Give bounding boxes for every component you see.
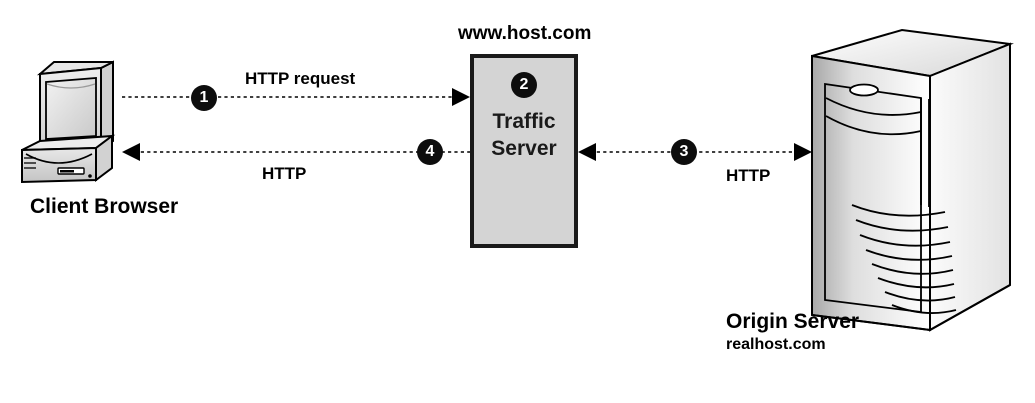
computer-base-front bbox=[21, 146, 97, 184]
drive-slot-detail bbox=[60, 170, 74, 173]
tower-power-button bbox=[849, 83, 879, 97]
traffic-server-label: Traffic Server bbox=[470, 108, 578, 162]
step-badge-2[interactable]: 2 bbox=[511, 72, 537, 98]
monitor-side-face bbox=[100, 60, 114, 149]
traffic-server-label-line1: Traffic bbox=[492, 110, 556, 133]
monitor-bezel bbox=[39, 66, 102, 152]
step-badge-3[interactable]: 3 bbox=[671, 139, 697, 165]
tower-bay-line-1 bbox=[825, 97, 922, 116]
flow-4-label: HTTP bbox=[262, 164, 307, 183]
computer-base-side bbox=[95, 134, 113, 182]
tower-front-face bbox=[811, 54, 931, 332]
tower-top-face bbox=[811, 28, 1014, 78]
flow-1-connector bbox=[122, 88, 470, 106]
traffic-server-hostname: www.host.com bbox=[458, 23, 592, 44]
base-groove bbox=[25, 153, 93, 164]
flow-3-arrowhead-right bbox=[794, 143, 812, 161]
flow-1-label: HTTP request bbox=[245, 69, 356, 88]
origin-server-label: Origin Server bbox=[726, 310, 860, 333]
traffic-server-label-line2: Server bbox=[491, 137, 557, 160]
flow-3-arrowhead-left bbox=[578, 143, 596, 161]
base-vents bbox=[24, 157, 36, 169]
tower-vent-slats bbox=[851, 204, 957, 314]
monitor-screen bbox=[45, 77, 97, 140]
tower-front-panel bbox=[824, 82, 922, 314]
tower-side-face bbox=[929, 42, 1011, 332]
flow-1-arrowhead-right bbox=[452, 88, 470, 106]
flow-3-label: HTTP bbox=[726, 166, 771, 185]
client-browser-label: Client Browser bbox=[30, 195, 179, 218]
step-badge-4[interactable]: 4 bbox=[417, 139, 443, 165]
origin-server-hostname: realhost.com bbox=[726, 336, 826, 353]
drive-slot bbox=[57, 167, 85, 175]
monitor-top-face bbox=[36, 61, 114, 76]
step-badge-1[interactable]: 1 bbox=[191, 85, 217, 111]
screen-highlight bbox=[46, 83, 96, 89]
tower-bay-line-2 bbox=[825, 115, 922, 136]
computer-base-top bbox=[21, 134, 116, 151]
power-led bbox=[88, 174, 92, 178]
flow-4-arrowhead-left bbox=[122, 143, 140, 161]
